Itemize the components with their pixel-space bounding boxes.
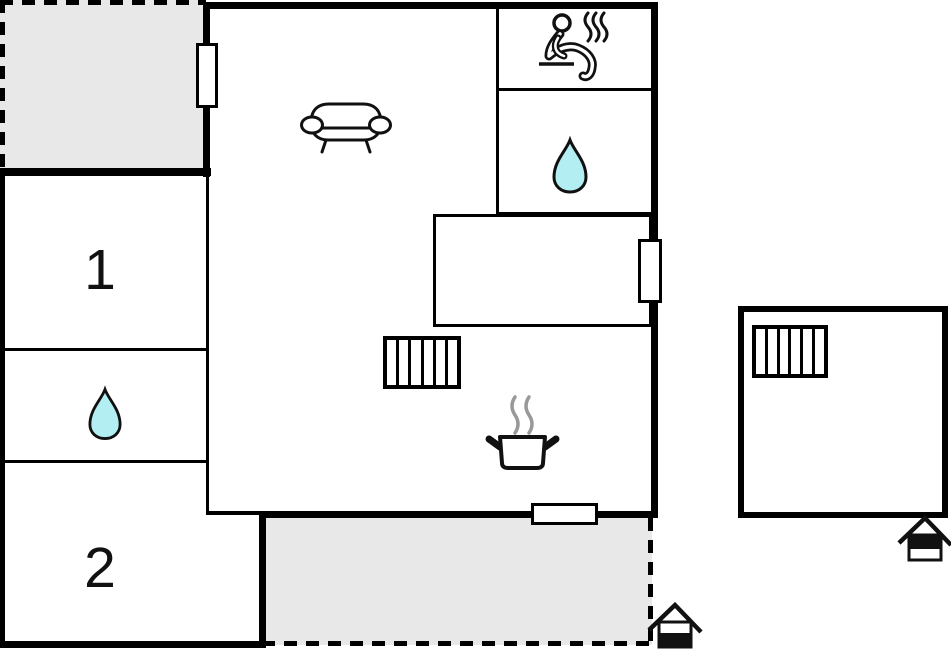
terrace-upper-dashed-edge-top [0, 0, 206, 5]
sauna-person-steam-icon [539, 11, 609, 82]
house-entrance-icon [897, 514, 951, 562]
water-drop-icon [88, 385, 122, 440]
wall-sauna-shower-divider [497, 88, 651, 91]
water-drop-icon [552, 135, 588, 194]
window-left [196, 43, 218, 108]
wall-room2-step [206, 511, 262, 515]
wall-terrace-upper-bottom [0, 168, 211, 176]
wall-sauna-vertical [496, 8, 499, 215]
wardrobe-icon [752, 325, 828, 378]
wall-main-bottom [259, 511, 658, 518]
wall-leftwing-inner [206, 176, 209, 515]
wall-room1-bath-divider [0, 348, 209, 351]
wall-main-top [203, 2, 658, 9]
terrace-lower-dashed-edge-bottom [262, 641, 652, 646]
terrace-lower-dashed-edge-right [648, 518, 653, 645]
wardrobe-icon [383, 336, 461, 389]
room-label-2: 2 [84, 536, 116, 600]
house-entrance-icon [647, 601, 703, 649]
inner-room [433, 214, 652, 327]
door-bottom [531, 503, 598, 525]
wall-bottom-left [0, 641, 266, 648]
wall-bath-room2-divider [0, 460, 209, 463]
window-right [638, 239, 662, 303]
terrace-lower [262, 518, 652, 645]
wall-shower-bottom [497, 212, 651, 215]
terrace-upper-left [0, 0, 206, 172]
sofa-icon [300, 102, 392, 154]
wall-left-outer [0, 168, 5, 648]
wall-room2-terrace [259, 511, 266, 648]
room-label-1: 1 [84, 238, 116, 302]
terrace-upper-dashed-edge-left [0, 0, 5, 172]
cooking-pot-steam-icon [485, 395, 560, 470]
